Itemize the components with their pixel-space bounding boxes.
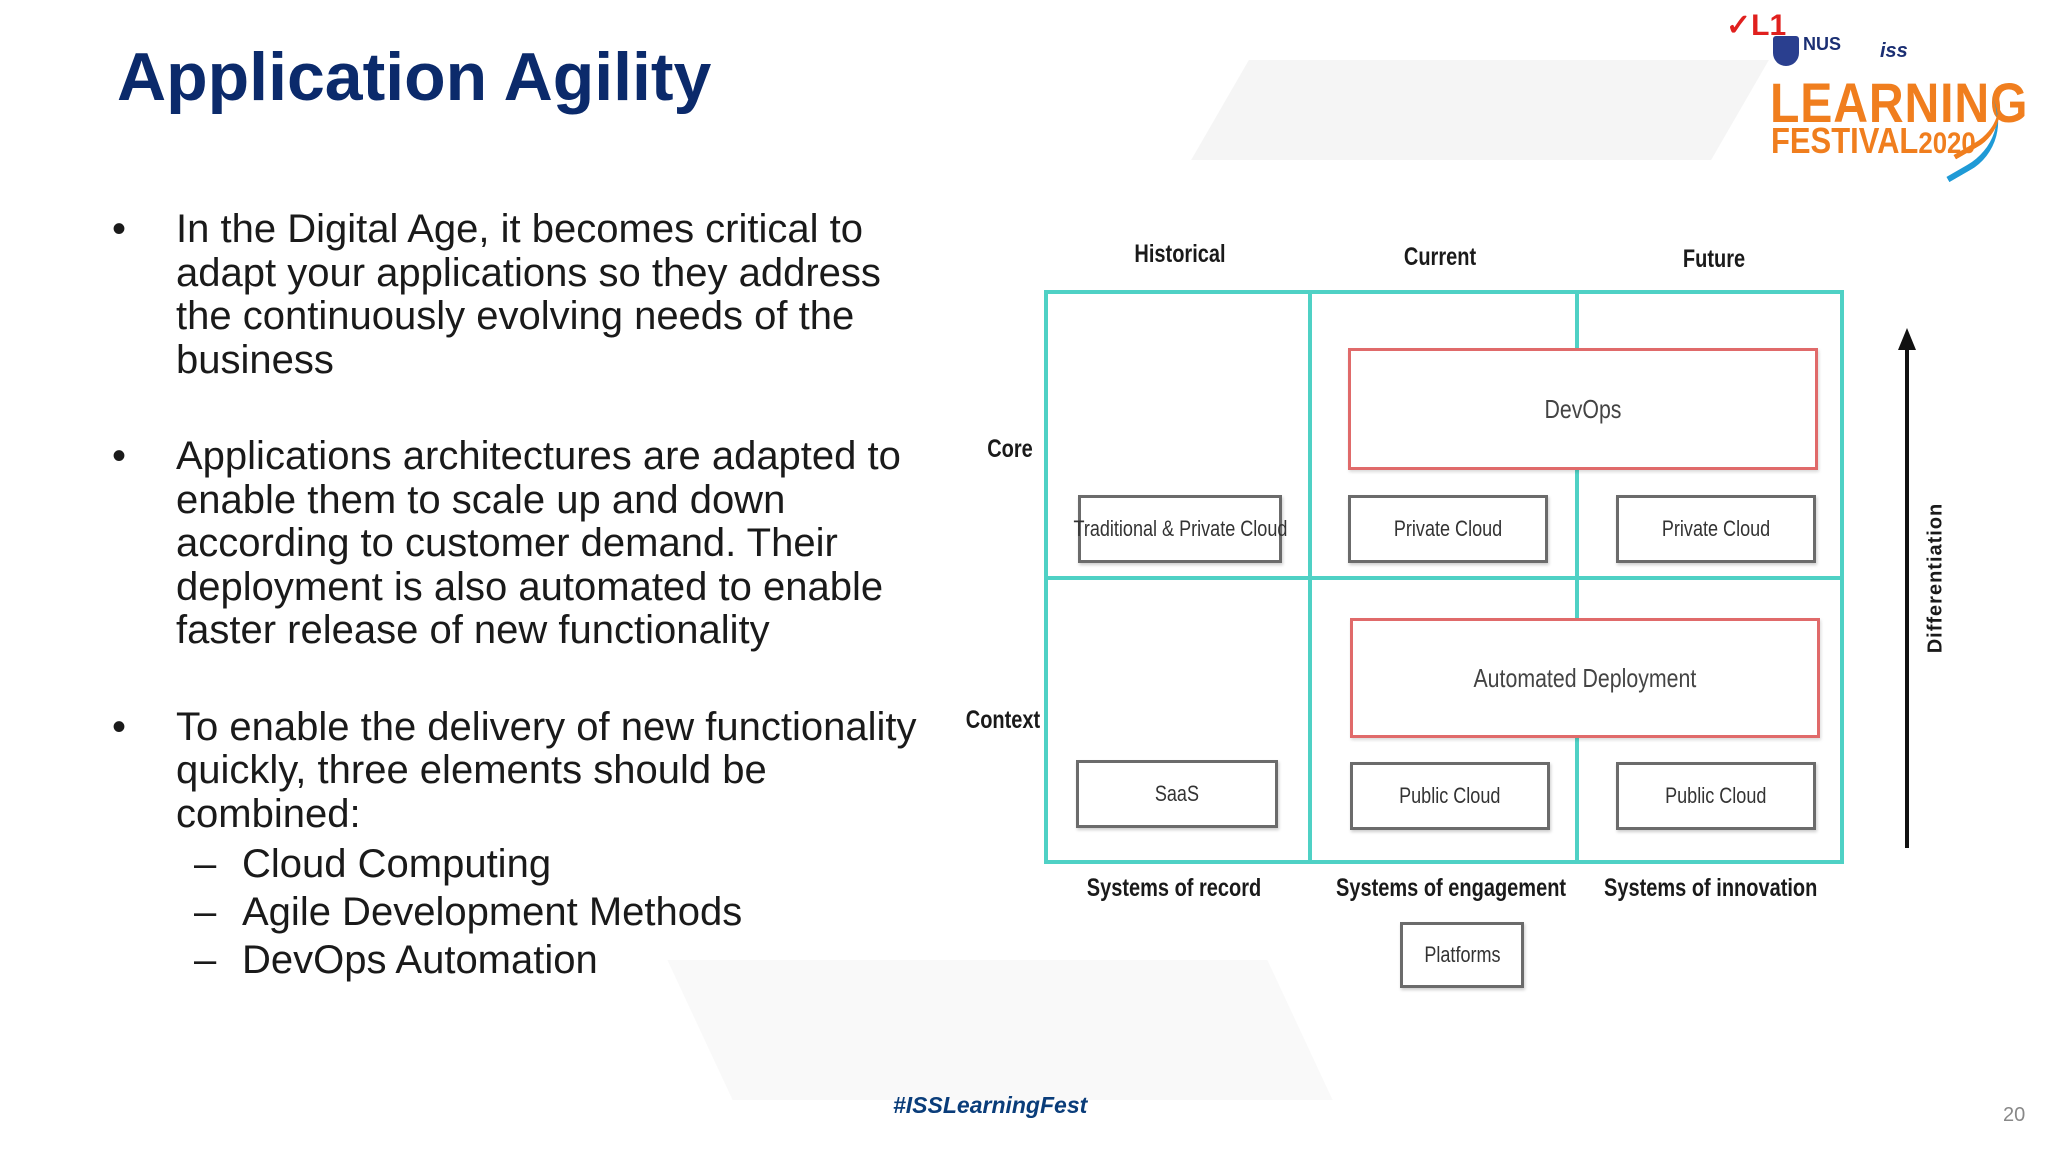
sub-bullet-item: – Agile Development Methods (112, 888, 942, 936)
sub-bullet-text: DevOps Automation (242, 938, 598, 982)
bullet-marker: • (112, 207, 127, 251)
footer-systems-of-engagement: Systems of engagement (1336, 874, 1567, 902)
core-box-label: Traditional & Private Cloud (1073, 516, 1287, 541)
iss-logo-text: iss (1880, 40, 1908, 62)
core-box-label: Private Cloud (1661, 516, 1771, 541)
automated-deployment-label: Automated Deployment (1473, 662, 1697, 693)
footer-systems-of-record: Systems of record (1086, 874, 1262, 902)
sub-bullet-marker: – (194, 938, 217, 982)
bullet-text: To enable the delivery of new functional… (176, 704, 917, 836)
bullet-text: Applications architectures are adapted t… (176, 434, 901, 652)
sub-bullet-item: – DevOps Automation (112, 936, 942, 984)
row-header-context: Context (965, 706, 1041, 734)
sub-bullet-text: Agile Development Methods (242, 890, 743, 934)
footer-systems-of-innovation: Systems of innovation (1604, 874, 1818, 902)
bullet-item: • To enable the delivery of new function… (112, 704, 942, 985)
devops-label: DevOps (1544, 393, 1622, 424)
context-box-future: Public Cloud (1616, 762, 1816, 830)
core-box-future: Private Cloud (1616, 495, 1816, 563)
context-box-label: SaaS (1154, 781, 1200, 806)
bullet-item: • Applications architectures are adapted… (112, 434, 942, 653)
platforms-box: Platforms (1400, 922, 1524, 988)
nus-crest-icon (1773, 36, 1799, 66)
bullet-list: • In the Digital Age, it becomes critica… (112, 207, 942, 985)
differentiation-label: Differentiation (1924, 502, 1947, 654)
festival-word: FESTIVAL (1771, 120, 1919, 161)
learning-logo-text: LEARNING (1770, 71, 2029, 134)
bullet-text: In the Digital Age, it becomes critical … (176, 207, 881, 382)
grid-divider-horizontal (1044, 576, 1844, 580)
automated-deployment-box: Automated Deployment (1350, 618, 1820, 738)
hashtag: #ISSLearningFest (893, 1092, 1088, 1118)
page-number: 20 (2003, 1104, 2026, 1126)
context-box-label: Public Cloud (1399, 783, 1501, 808)
sub-bullet-list: – Cloud Computing – Agile Development Me… (176, 840, 942, 984)
column-header-historical: Historical (1134, 240, 1226, 268)
context-box-current: Public Cloud (1350, 762, 1550, 830)
bullet-item: • In the Digital Age, it becomes critica… (112, 207, 942, 382)
core-box-label: Private Cloud (1393, 516, 1503, 541)
festival-year: 2020 (1918, 127, 1976, 160)
core-box-current: Private Cloud (1348, 495, 1548, 563)
differentiation-arrow (1905, 340, 1909, 848)
context-box-label: Public Cloud (1665, 783, 1767, 808)
context-box-historical: SaaS (1076, 760, 1278, 828)
sub-bullet-item: – Cloud Computing (112, 840, 942, 888)
devops-box: DevOps (1348, 348, 1818, 470)
bullet-marker: • (112, 434, 127, 478)
row-header-core: Core (987, 435, 1033, 463)
column-header-current: Current (1403, 243, 1477, 271)
column-header-future: Future (1682, 245, 1746, 273)
nus-logo-text: NUS (1803, 34, 1842, 54)
bullet-marker: • (112, 704, 127, 749)
sub-bullet-marker: – (194, 890, 217, 934)
differentiation-arrow-head-icon (1898, 328, 1916, 350)
background-shape (1191, 60, 1769, 160)
core-box-historical: Traditional & Private Cloud (1073, 495, 1287, 563)
platforms-label: Platforms (1423, 942, 1501, 967)
slide-title: Application Agility (117, 39, 712, 115)
sub-bullet-text: Cloud Computing (242, 842, 552, 886)
sub-bullet-marker: – (194, 842, 217, 886)
festival-logo-text: FESTIVAL2020 (1771, 120, 1976, 162)
